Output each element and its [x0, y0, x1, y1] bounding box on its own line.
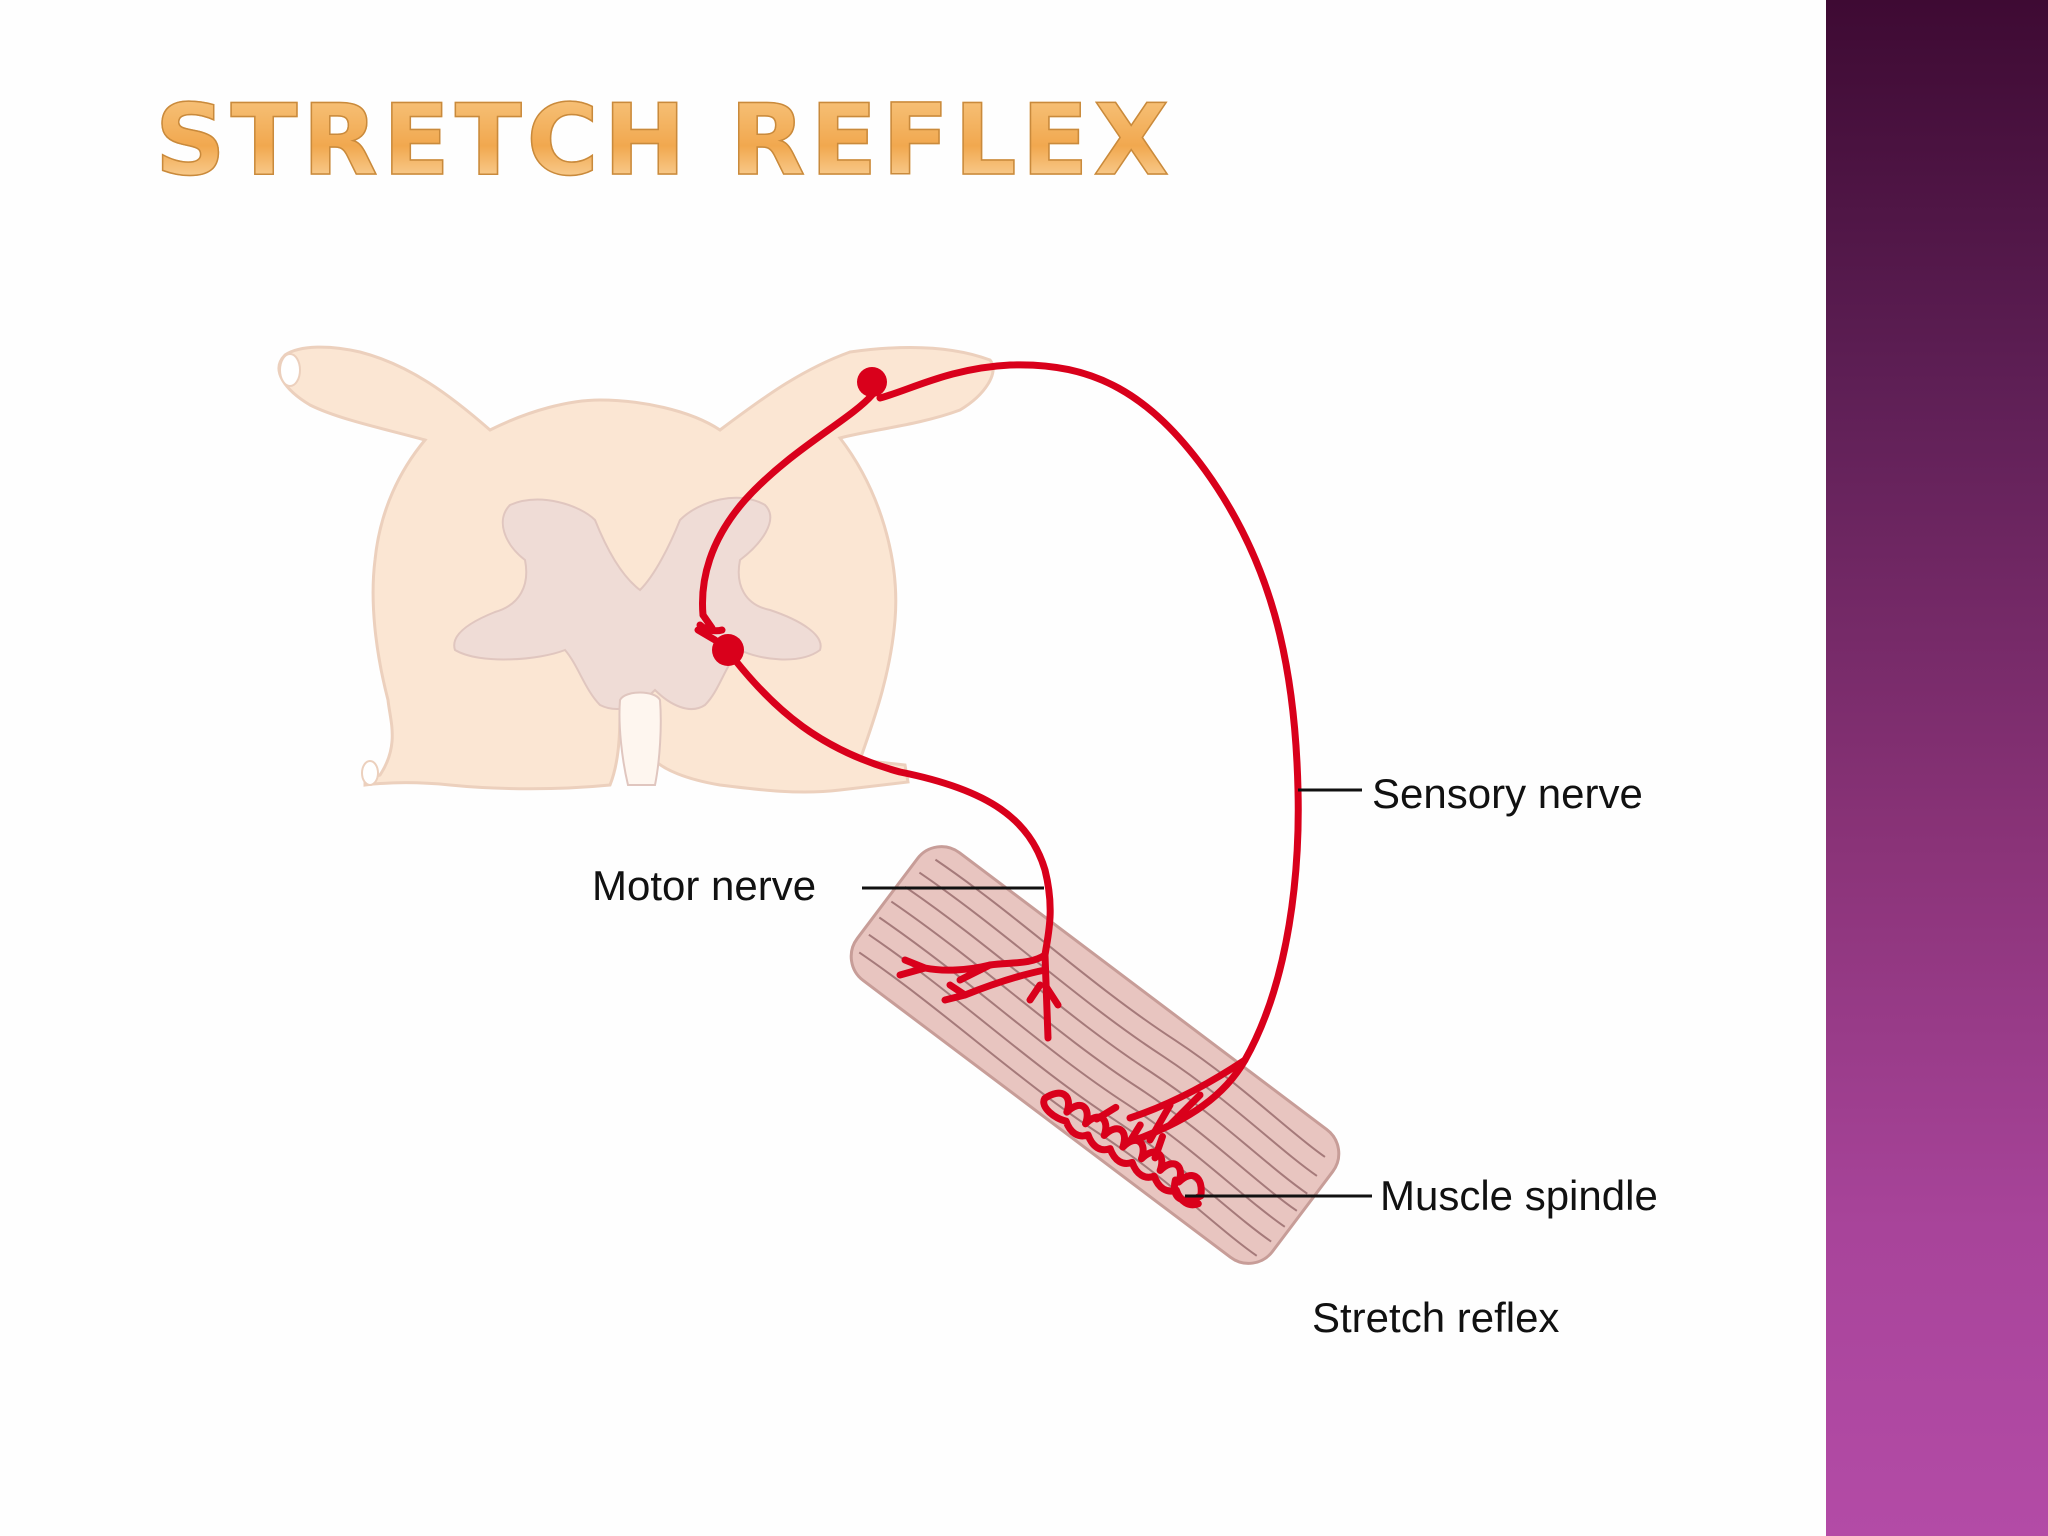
sensory-nerve-label: Sensory nerve — [1372, 770, 1643, 817]
diagram-caption: Stretch reflex — [1312, 1294, 1559, 1341]
muscle-fiber — [858, 951, 1258, 1257]
motor-nerve-label: Motor nerve — [592, 862, 816, 909]
muscle — [849, 845, 1341, 1265]
muscle-fiber — [890, 900, 1298, 1212]
spinal-cord-cross-section — [277, 345, 995, 794]
muscle-fiber — [904, 885, 1308, 1195]
motor-nerve-endings — [896, 951, 1062, 1042]
motor-nerve-path — [731, 656, 1054, 959]
central-canal — [618, 691, 662, 786]
muscle-body — [849, 845, 1341, 1265]
dorsal-root-ganglion — [857, 367, 887, 397]
muscle-fiber — [934, 858, 1326, 1158]
synapse-terminal — [694, 611, 726, 644]
spinal-cord-white-matter — [277, 345, 995, 794]
slide-title: STRETCH REFLEX — [154, 84, 1175, 198]
muscle-fiber — [918, 871, 1318, 1177]
sensory-nerve-central-branch — [699, 391, 876, 619]
ventral-root-stub — [361, 760, 379, 786]
dorsal-root-stub — [279, 353, 301, 387]
sensory-nerve-spindle-branches — [1126, 1056, 1249, 1144]
muscle-spindle — [1040, 1089, 1205, 1209]
decorative-side-band — [1826, 0, 2048, 1536]
muscle-spindle-label: Muscle spindle — [1380, 1172, 1658, 1219]
